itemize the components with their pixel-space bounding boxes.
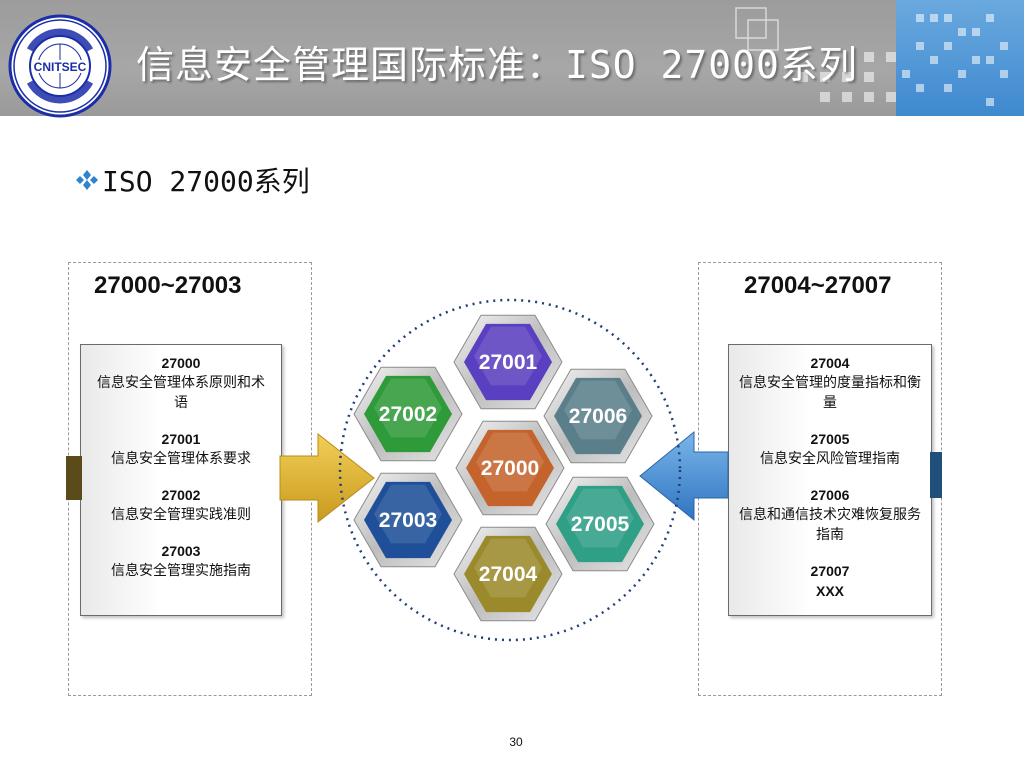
header-decoration [896, 0, 1024, 116]
hexagon-label: 27003 [379, 509, 437, 532]
item-code: 27005 [810, 431, 850, 447]
left-item: 27002 信息安全管理实践准则 [81, 485, 281, 525]
hexagon-frame [353, 366, 463, 462]
hexagon-frame [543, 368, 653, 464]
hexagon-fill [364, 481, 452, 559]
logo-text: CNITSEC [34, 60, 87, 74]
header-bar: CNITSEC 信息安全管理国际标准：ISO 27000系列 [0, 0, 1024, 118]
hexagon-shine [564, 380, 632, 440]
item-code: 27001 [161, 431, 201, 447]
bullet-cjk: 系列 [253, 165, 310, 198]
hexagon-27000: 27000 [455, 420, 565, 516]
hexagon-label: 27000 [481, 457, 539, 480]
right-item: 27007 XXX [729, 561, 931, 601]
title-suffix: 系列 [779, 43, 858, 87]
hexagon-shine [474, 326, 542, 386]
item-text: 信息安全风险管理指南 [760, 451, 900, 467]
hexagon-fill [464, 535, 552, 613]
title-latin: ISO 27000 [565, 43, 780, 87]
diamond-bullet-icon [74, 165, 102, 198]
item-text: 信息安全管理的度量指标和衡量 [739, 375, 921, 411]
hexagon-fill [556, 485, 644, 563]
header-grid-decoration [735, 7, 896, 102]
hexagon-label: 27006 [569, 405, 627, 428]
item-code: 27002 [161, 487, 201, 503]
hexagon-shine [374, 484, 442, 544]
hexagon-fill [364, 375, 452, 453]
hexagon-fill [554, 377, 642, 455]
hexagon-label: 27001 [479, 351, 538, 374]
hexagon-shine [474, 538, 542, 598]
hexagon-frame [455, 420, 565, 516]
hexagon-frame [545, 476, 655, 572]
hexagon-fill [466, 429, 554, 507]
hexagon-27002: 27002 [353, 366, 463, 462]
hexagon-fill [464, 323, 552, 401]
item-code: 27000 [161, 355, 201, 371]
item-text: 信息安全管理体系要求 [111, 451, 251, 467]
left-item: 27003 信息安全管理实施指南 [81, 541, 281, 581]
hexagon-label: 27004 [479, 563, 538, 586]
hexagon-shine [476, 432, 544, 492]
pixel-pattern-icon [902, 14, 1008, 106]
bullet-line: ISO 27000系列 [74, 160, 310, 200]
page-number: 30 [509, 735, 523, 749]
item-code: 27007 [810, 563, 850, 579]
hexagon-27006: 27006 [543, 368, 653, 464]
hexagon-27001: 27001 [453, 314, 563, 410]
right-textbox: 27004 信息安全管理的度量指标和衡量 27005 信息安全风险管理指南 27… [728, 344, 932, 616]
title-cjk: 信息安全管理国际标准： [136, 43, 566, 87]
left-column-title: 27000~27003 [94, 272, 242, 299]
left-item: 27001 信息安全管理体系要求 [81, 429, 281, 469]
item-text: 信息和通信技术灾难恢复服务指南 [739, 507, 921, 543]
cnitsec-logo: CNITSEC [8, 14, 112, 118]
item-code: 27006 [810, 487, 850, 503]
dotted-circle [338, 298, 682, 642]
right-item: 27005 信息安全风险管理指南 [729, 429, 931, 469]
hexagon-frame [453, 314, 563, 410]
item-text: 信息安全管理实践准则 [111, 507, 251, 523]
right-item: 27004 信息安全管理的度量指标和衡量 [729, 353, 931, 413]
item-text: 信息安全管理体系原则和术语 [97, 375, 265, 411]
hexagon-27004: 27004 [453, 526, 563, 622]
hexagon-label: 27005 [571, 513, 630, 536]
right-item: 27006 信息和通信技术灾难恢复服务指南 [729, 485, 931, 545]
item-code: 27004 [810, 355, 850, 371]
item-text: 信息安全管理实施指南 [111, 563, 251, 579]
left-textbox: 27000 信息安全管理体系原则和术语 27001 信息安全管理体系要求 270… [80, 344, 282, 616]
hexagon-frame [453, 526, 563, 622]
hexagon-frame [353, 472, 463, 568]
hexagon-shine [374, 378, 442, 438]
hexagon-shine [566, 488, 634, 548]
hexagon-27003: 27003 [353, 472, 463, 568]
right-column-title: 27004~27007 [744, 272, 892, 299]
left-item: 27000 信息安全管理体系原则和术语 [81, 353, 281, 413]
page-title: 信息安全管理国际标准：ISO 27000系列 [136, 34, 858, 89]
item-text: XXX [815, 583, 844, 599]
hexagon-label: 27002 [379, 403, 437, 426]
bullet-latin: ISO 27000 [102, 165, 254, 198]
item-code: 27003 [161, 543, 201, 559]
hexagon-27005: 27005 [545, 476, 655, 572]
